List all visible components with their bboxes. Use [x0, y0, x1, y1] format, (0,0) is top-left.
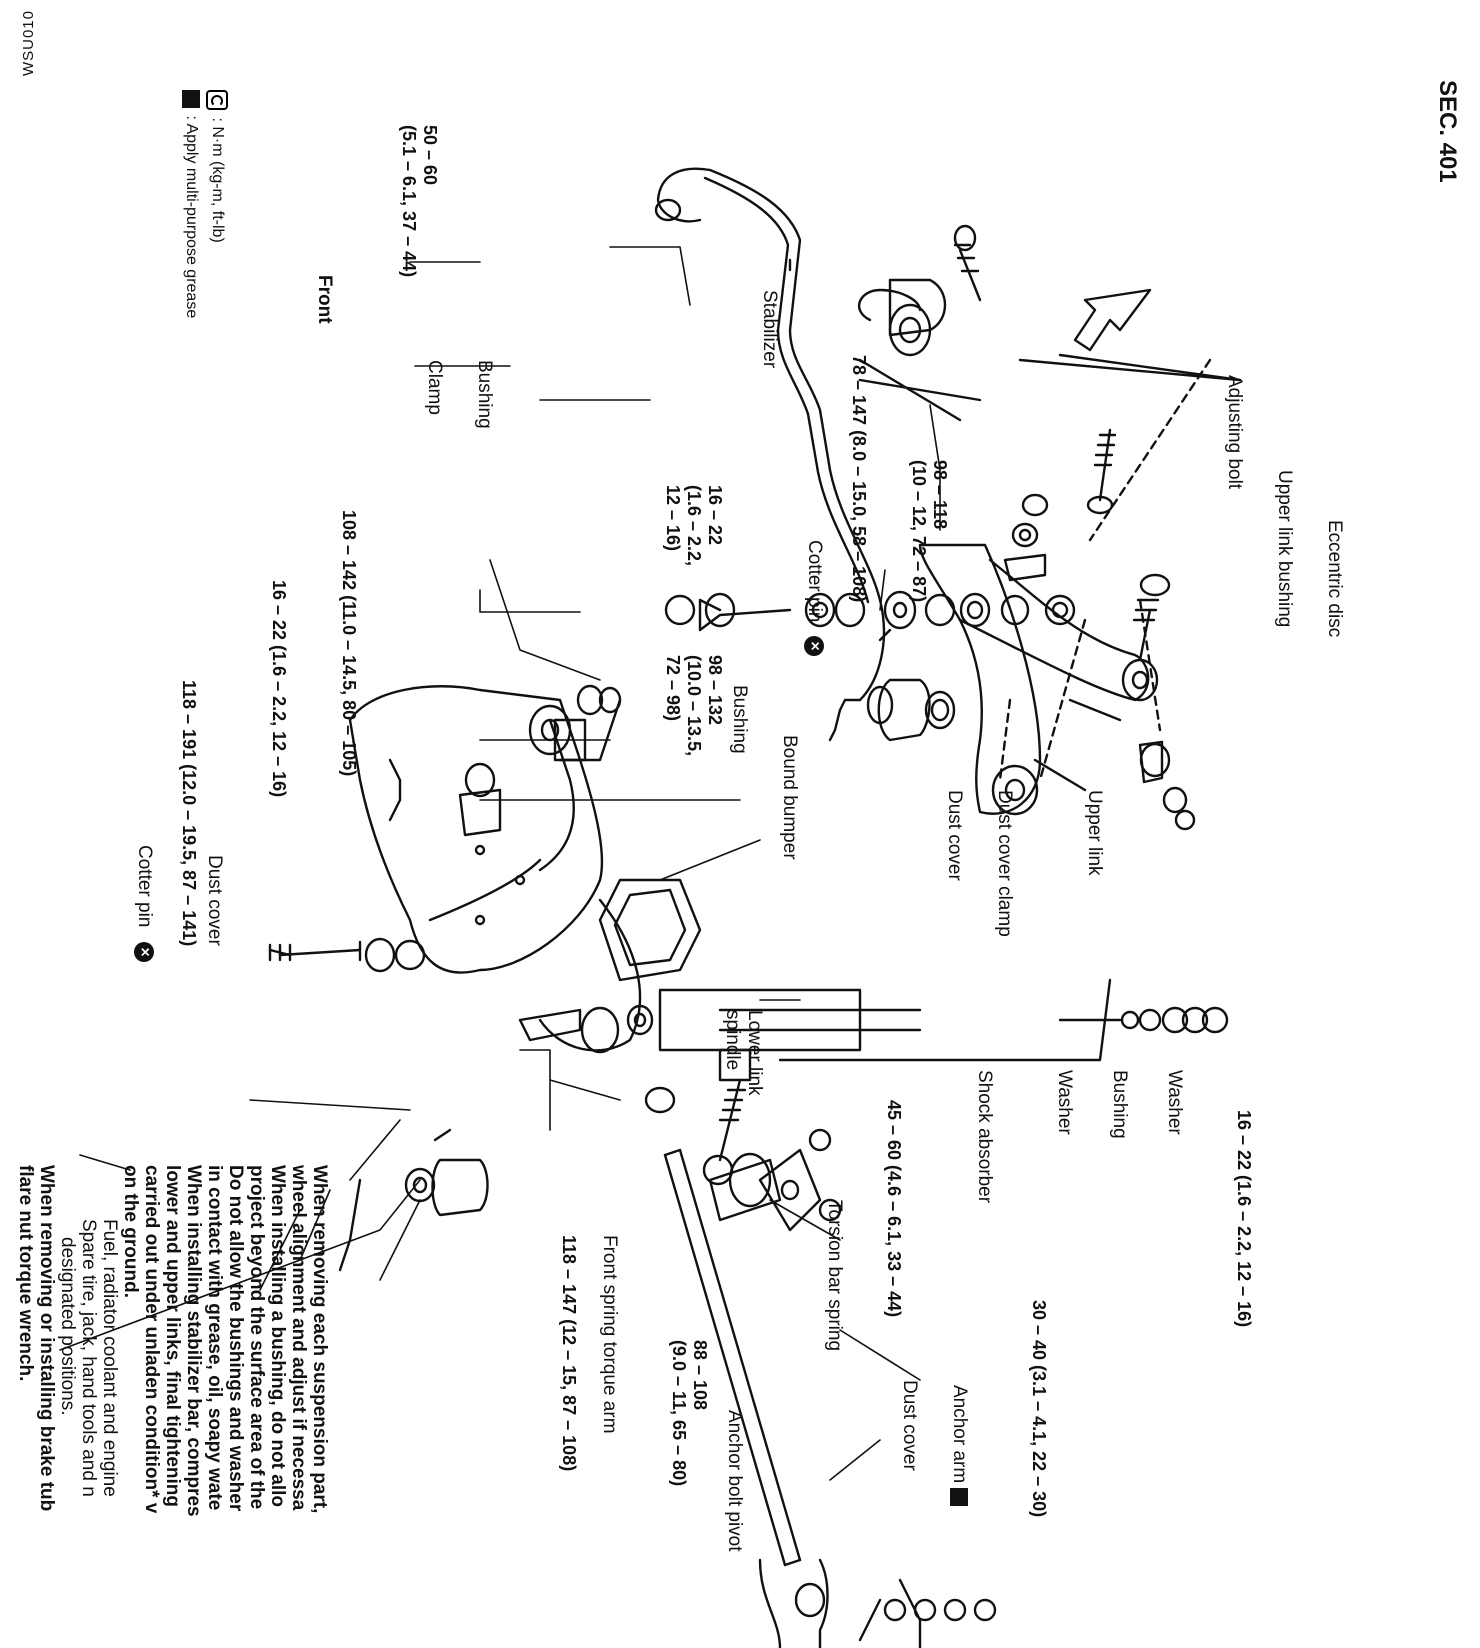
torque-spec: 118 – 147 (12 – 15, 87 – 108): [559, 1235, 579, 1472]
replace-icon: ×: [804, 636, 824, 656]
note-line: When installing a bushing, do not allo: [267, 1165, 288, 1507]
torque-arm-drawing: [758, 1128, 842, 1232]
label-bushing-shock: Bushing: [1109, 1070, 1130, 1139]
upper-link-drawing: [918, 543, 1159, 816]
label-cotter-pin-upper: Cotter pin: [804, 540, 825, 623]
grease-icon: [950, 1488, 968, 1506]
grease-icon: [182, 90, 201, 108]
front-arrow-drawing: [1073, 288, 1152, 352]
legend-grease-label: : Apply multi-purpose grease: [183, 115, 200, 319]
shock-absorber-drawing: [626, 978, 1229, 1062]
torque-spec: 118 – 191 (12.0 – 19.5, 87 – 141): [179, 680, 199, 947]
figure-code: WSU010: [20, 10, 37, 77]
legend: : N·m (kg-m, ft-lb) : Apply multi-purpos…: [178, 90, 230, 318]
label-cotter-pin-lower: Cotter pin: [134, 845, 155, 928]
torque-spec: 16 – 22 (1.6 – 2.2, 12 – 16): [663, 485, 725, 567]
note-line: designated positions.: [57, 1237, 78, 1416]
label-lower-link: Lower link: [744, 1010, 765, 1096]
note-line: When installing stabilizer bar, compres: [183, 1165, 204, 1517]
legend-grease: : Apply multi-purpose grease: [178, 90, 204, 318]
label-torsion-bar-spring: Torsion bar spring: [824, 1200, 845, 1352]
anchor-region-drawing: [758, 1558, 997, 1648]
stabilizer-bar-drawing: [654, 167, 982, 702]
label-adjusting-bolt: Adjusting bolt: [1224, 375, 1245, 490]
torque-spec: 98 – 118 (10 – 12, 72 – 87): [909, 460, 950, 603]
torque-spec: 16 – 22 (1.6 – 2.2, 12 – 16): [1234, 1110, 1254, 1328]
note-line: When removing each suspension part,: [309, 1165, 330, 1514]
torque-spec: 45 – 60 (4.6 – 6.1, 33 – 44): [884, 1100, 904, 1318]
note-line: project beyond the surface area of the: [246, 1165, 267, 1510]
stabilizer-link-stack-drawing: [664, 590, 1076, 632]
upper-bushing-stack-drawing: [858, 353, 1242, 831]
torsion-bar-drawing: [644, 1086, 802, 1567]
note-line: Spare tire, jack, hand tools and n: [78, 1219, 99, 1497]
note-line: Fuel, radiator coolant and engine: [99, 1219, 120, 1497]
lower-link-spindle-drawing: [518, 1008, 752, 1186]
label-washer-top: Washer: [1164, 1070, 1185, 1135]
torque-spec: 108 – 142 (11.0 – 14.5, 80 – 105): [339, 510, 359, 777]
torque-spec: 88 – 108 (9.0 – 11, 65 – 80): [669, 1340, 710, 1487]
lower-link-bolt-drawing: [268, 937, 426, 973]
note-line: carried out under unladen condition* v: [141, 1165, 162, 1514]
label-clamp: Clamp: [424, 360, 445, 415]
label-stabilizer: Stabilizer: [759, 290, 780, 369]
bound-bumper-drawing: [598, 878, 702, 982]
leader-lines: [59, 246, 941, 1481]
torque-spec: 30 – 40 (3.1 – 4.1, 22 – 30): [1029, 1300, 1049, 1518]
torque-spec: 78 – 147 (8.0 – 15.0, 58 – 108): [849, 355, 869, 603]
note-line: When removing or installing brake tub: [36, 1165, 57, 1512]
note-line: lower and upper links, final tightening: [162, 1165, 183, 1508]
label-bushing-lower: Bushing: [729, 685, 750, 754]
label-upper-link-bushing: Upper link bushing: [1274, 470, 1295, 628]
torque-spec: 16 – 22 (1.6 – 2.2, 12 – 16): [269, 580, 289, 798]
torque-spec: 98 – 132 (10.0 – 13.5, 72 – 98): [663, 655, 725, 757]
note-line: flare nut torque wrench.: [15, 1165, 36, 1382]
replace-icon: ×: [134, 942, 154, 962]
lower-ball-joint-drawing: [338, 1128, 489, 1272]
lower-bushing-drawing: [458, 684, 622, 837]
label-shock-absorber: Shock absorber: [974, 1070, 995, 1204]
torque-wrench-icon: [206, 90, 229, 110]
label-dust-cover-lower: Dust cover: [204, 855, 225, 946]
label-anchor-arm: Anchor arm: [949, 1385, 970, 1484]
note-line: wheel alignment and adjust if necessa: [288, 1165, 309, 1511]
label-upper-link: Upper link: [1084, 790, 1105, 876]
notes-block: When removing each suspension part, whee…: [15, 1165, 330, 1635]
lower-link-drawing: [348, 685, 642, 1054]
label-bushing-stabilizer: Bushing: [474, 360, 495, 429]
label-bound-bumper: Bound bumper: [779, 735, 800, 860]
label-eccentric-disc: Eccentric disc: [1324, 520, 1345, 638]
label-dust-cover-clamp: Dust cover clamp: [994, 790, 1015, 937]
label-washer-bottom: Washer: [1054, 1070, 1075, 1135]
torque-spec: 50 – 60 (5.1 – 6.1, 37 – 44): [399, 125, 440, 278]
note-line: in contact with grease, oil, soapy wate: [204, 1165, 225, 1511]
section-number: SEC. 401: [1434, 80, 1461, 183]
note-line: on the ground.: [120, 1165, 141, 1298]
label-front-spring-torque-arm: Front spring torque arm: [599, 1235, 620, 1434]
upper-ball-joint-drawing: [828, 628, 956, 742]
label-dust-cover-upper: Dust cover: [944, 790, 965, 881]
label-spindle: spindle: [722, 1010, 743, 1071]
note-line: Do not allow the bushings and washer: [225, 1165, 246, 1512]
label-front: Front: [314, 275, 335, 324]
label-anchor-bolt-pivot: Anchor bolt pivot: [724, 1410, 745, 1552]
legend-torque-label: : N·m (kg-m, ft-lb): [209, 117, 226, 243]
label-dust-cover-rear: Dust cover: [899, 1380, 920, 1471]
legend-torque: : N·m (kg-m, ft-lb): [204, 90, 230, 318]
adjusting-bolt-drawing: [1086, 428, 1171, 662]
